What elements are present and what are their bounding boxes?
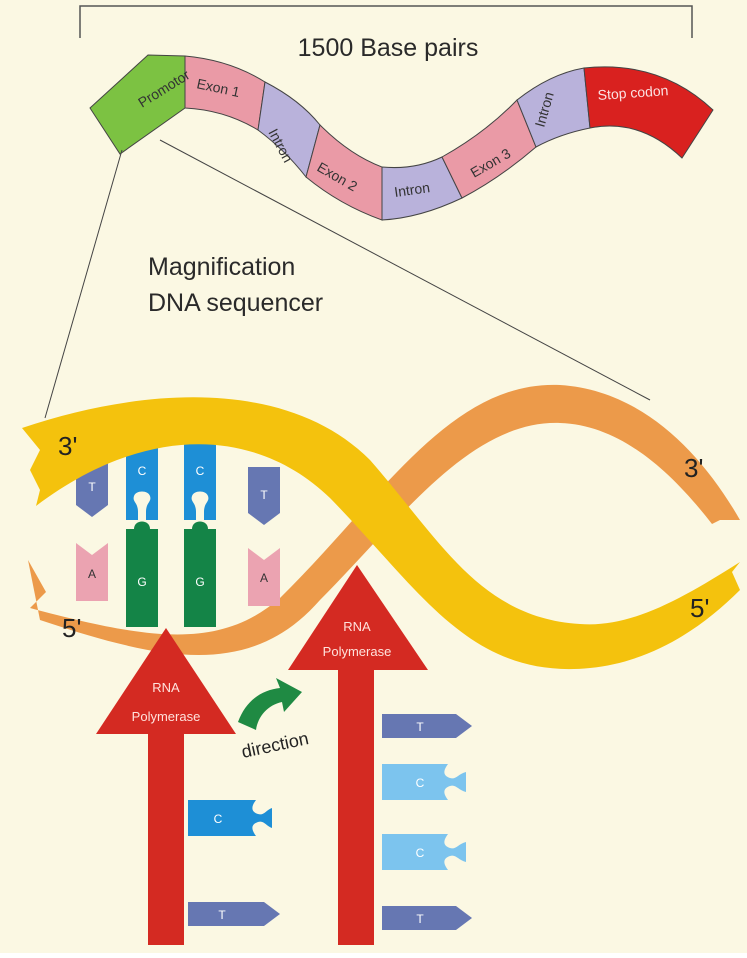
base-letter: T: [260, 488, 268, 502]
nucleotide-letter: T: [416, 912, 424, 926]
polymerase-shaft: [338, 665, 374, 945]
strand-label-left-3prime: 3': [58, 431, 77, 461]
strand-label-left-5prime: 5': [62, 613, 81, 643]
polymerase-label-line2: Polymerase: [132, 709, 201, 724]
base-letter: A: [260, 571, 268, 585]
nucleotide-t: T: [188, 902, 280, 926]
dna-sequencer-label: DNA sequencer: [148, 289, 323, 317]
polymerase-label-line2: Polymerase: [323, 644, 392, 659]
base-letter: G: [195, 575, 204, 589]
polymerase-label-line1: RNA: [343, 619, 371, 634]
nucleotide-letter: C: [416, 776, 425, 790]
base-letter: C: [196, 464, 205, 478]
nucleotide-letter: T: [218, 908, 226, 922]
strand-label-right-5prime: 5': [690, 593, 709, 623]
base-pair-2: C G: [126, 438, 158, 627]
base-pair-3: C G: [184, 438, 216, 627]
polymerase-label-line1: RNA: [152, 680, 180, 695]
base-letter: A: [88, 567, 96, 581]
nucleotide-t: T: [382, 714, 472, 738]
nucleotide-letter: C: [416, 846, 425, 860]
base-letter: T: [88, 480, 96, 494]
base-letter: C: [138, 464, 147, 478]
polymerase-shaft: [148, 730, 184, 945]
base-letter: G: [137, 575, 146, 589]
nucleotide-letter: C: [214, 812, 223, 826]
nucleotide-t: T: [382, 906, 472, 930]
base-pairs-label: 1500 Base pairs: [298, 34, 479, 62]
magnification-label: Magnification: [148, 253, 295, 281]
nucleotide-letter: T: [416, 720, 424, 734]
strand-label-right-3prime: 3': [684, 453, 703, 483]
